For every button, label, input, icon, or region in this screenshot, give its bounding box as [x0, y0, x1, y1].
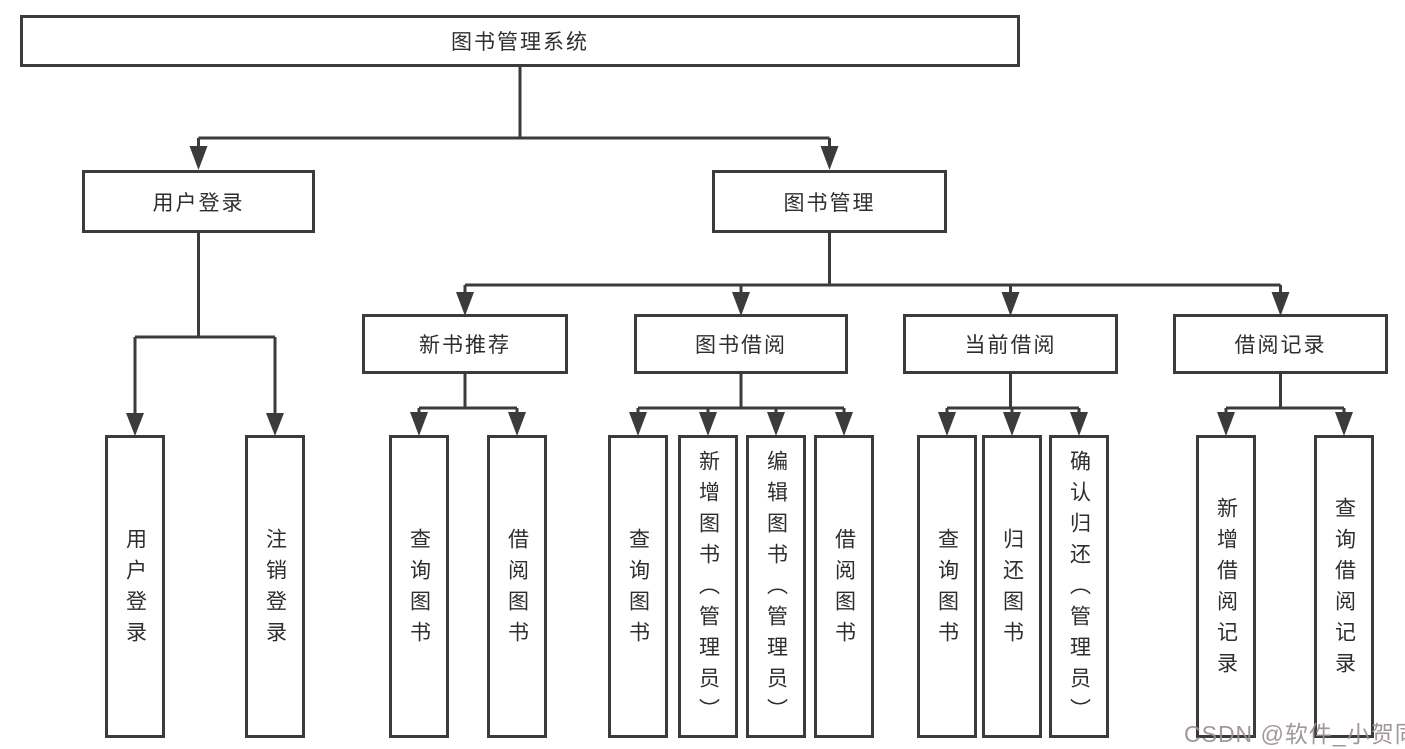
leaf-borrow-books: 借阅图书 [814, 435, 874, 738]
node-borrow-records: 借阅记录 [1173, 314, 1388, 374]
leaf-add-borrow-record: 新增借阅记录 [1196, 435, 1256, 738]
leaf-confirm-return-admin: 确认归还（管理员） [1049, 435, 1109, 738]
node-current-borrow: 当前借阅 [903, 314, 1118, 374]
leaf-edit-book-admin: 编辑图书（管理员） [746, 435, 806, 738]
leaf-query-books-current: 查询图书 [917, 435, 977, 738]
leaf-add-book-admin: 新增图书（管理员） [678, 435, 738, 738]
watermark: CSDN @软件_小贺同学 [1184, 721, 1405, 747]
leaf-borrow-books-recommend: 借阅图书 [487, 435, 547, 738]
leaf-query-books-borrow: 查询图书 [608, 435, 668, 738]
leaf-user-login: 用户登录 [105, 435, 165, 738]
leaf-logout: 注销登录 [245, 435, 305, 738]
node-book-borrow: 图书借阅 [634, 314, 848, 374]
leaf-query-borrow-record: 查询借阅记录 [1314, 435, 1374, 738]
leaf-return-books: 归还图书 [982, 435, 1042, 738]
node-new-book-recommend: 新书推荐 [362, 314, 568, 374]
node-book-management: 图书管理 [712, 170, 947, 233]
node-root: 图书管理系统 [20, 15, 1020, 67]
leaf-query-books-recommend: 查询图书 [389, 435, 449, 738]
node-user-login: 用户登录 [82, 170, 315, 233]
